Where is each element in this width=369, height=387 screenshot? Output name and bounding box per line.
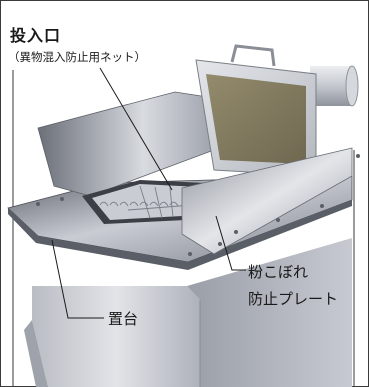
bolts (36, 154, 360, 256)
label-guard-line1: 粉こぼれ (248, 263, 309, 281)
leader-inlet (99, 67, 173, 191)
label-guard-line2: 防止プレート (248, 290, 339, 308)
label-inlet-note: （異物混入防止用ネット） (8, 50, 146, 64)
label-inlet: 投入口 (10, 26, 62, 45)
guard-plate-front (181, 147, 353, 255)
leader-guard (215, 215, 246, 271)
hopper-body (24, 238, 352, 387)
leader-stand (51, 239, 104, 319)
leader-lines (51, 67, 246, 319)
feed-pipe (310, 65, 359, 107)
inlet-lid (195, 44, 317, 177)
lid-handle (230, 44, 276, 67)
base-plate-edge (8, 200, 352, 270)
label-stand: 置台 (108, 310, 139, 328)
